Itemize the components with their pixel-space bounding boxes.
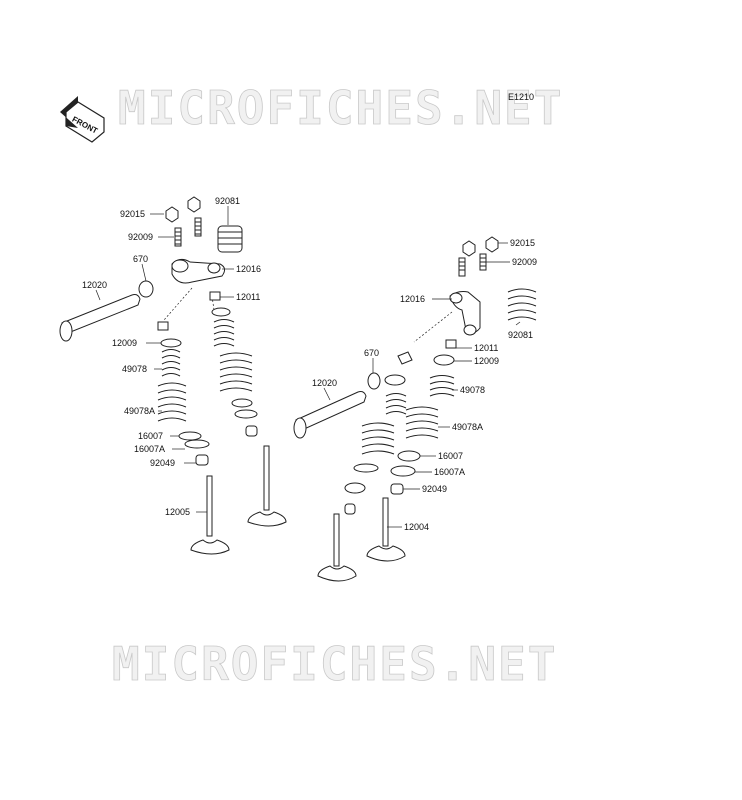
left-tappet-a — [157, 321, 169, 331]
right-spring-49078 — [429, 374, 455, 397]
left-o-ring — [138, 280, 154, 298]
label-left-12005: 12005 — [165, 507, 190, 517]
right-rocker-arm — [449, 291, 481, 336]
label-right-12020: 12020 — [312, 378, 337, 388]
leader-lines — [95, 206, 521, 528]
label-left-670: 670 — [133, 254, 148, 264]
label-right-12009: 12009 — [474, 356, 499, 366]
label-left-92009: 92009 — [128, 232, 153, 242]
label-left-92049: 92049 — [150, 458, 175, 468]
left-seal-92049 — [195, 454, 209, 466]
label-right-16007A: 16007A — [434, 467, 465, 477]
watermark-bottom: MICROFICHES.NET — [112, 637, 557, 691]
label-left-12016: 12016 — [236, 264, 261, 274]
left-tappet-12011 — [209, 291, 221, 301]
left-spring-49078A — [157, 382, 187, 422]
label-right-16007: 16007 — [438, 451, 463, 461]
label-right-12011: 12011 — [474, 343, 498, 353]
right-seat-16007 — [397, 450, 421, 462]
left-retainer-12009 — [160, 338, 182, 348]
label-left-12020: 12020 — [82, 280, 107, 290]
right-tappet-12011 — [445, 339, 457, 349]
right-spring-49078A — [405, 406, 439, 439]
label-left-92015: 92015 — [120, 209, 145, 219]
left-rocker-arm — [171, 258, 226, 284]
right-valve-12004 — [366, 497, 406, 562]
left-seat-16007A — [184, 439, 210, 449]
left-rocker-shaft — [59, 294, 141, 342]
label-left-16007A: 16007A — [134, 444, 165, 454]
part-labels: 92015 92081 92009 670 12016 12020 12011 … — [82, 196, 537, 532]
label-left-49078A: 49078A — [124, 406, 155, 416]
right-retainer-12009 — [433, 354, 455, 366]
watermark-top: MICROFICHES.NET — [118, 81, 563, 135]
label-left-16007: 16007 — [138, 431, 163, 441]
label-right-12004: 12004 — [404, 522, 429, 532]
right-seal-92049 — [390, 483, 404, 495]
front-arrow-icon: FRONT — [60, 96, 105, 143]
left-nut-1 — [165, 206, 179, 223]
label-right-670: 670 — [364, 348, 379, 358]
left-valve-12005 — [190, 475, 230, 555]
right-screw-1 — [458, 257, 466, 277]
left-seat-16007 — [178, 431, 202, 441]
label-right-92049: 92049 — [422, 484, 447, 494]
label-left-92081: 92081 — [215, 196, 240, 206]
right-nut-1 — [462, 240, 476, 257]
left-spring-92081 — [217, 225, 243, 253]
label-left-12011: 12011 — [236, 292, 260, 302]
label-left-49078: 49078 — [122, 364, 147, 374]
right-screw-2 — [479, 253, 487, 271]
label-right-49078: 49078 — [460, 385, 485, 395]
right-rocker-shaft — [293, 391, 367, 439]
left-screw-1 — [174, 227, 182, 247]
left-nut-2 — [187, 196, 201, 213]
right-tappet — [397, 351, 413, 365]
right-assembly — [293, 236, 537, 582]
label-right-92015: 92015 — [510, 238, 535, 248]
left-spring-49078 — [161, 348, 181, 377]
diagram-code: E1210 — [508, 92, 534, 102]
label-right-49078A: 49078A — [452, 422, 483, 432]
label-right-92009: 92009 — [512, 257, 537, 267]
label-right-92081: 92081 — [508, 330, 533, 340]
label-left-12009: 12009 — [112, 338, 137, 348]
right-seat-16007A — [390, 465, 416, 477]
right-o-ring — [367, 372, 381, 390]
left-screw-2 — [194, 217, 202, 237]
label-right-12016: 12016 — [400, 294, 425, 304]
right-nut-2 — [485, 236, 499, 253]
right-spring-92081 — [507, 288, 537, 321]
left-assembly — [59, 196, 287, 555]
